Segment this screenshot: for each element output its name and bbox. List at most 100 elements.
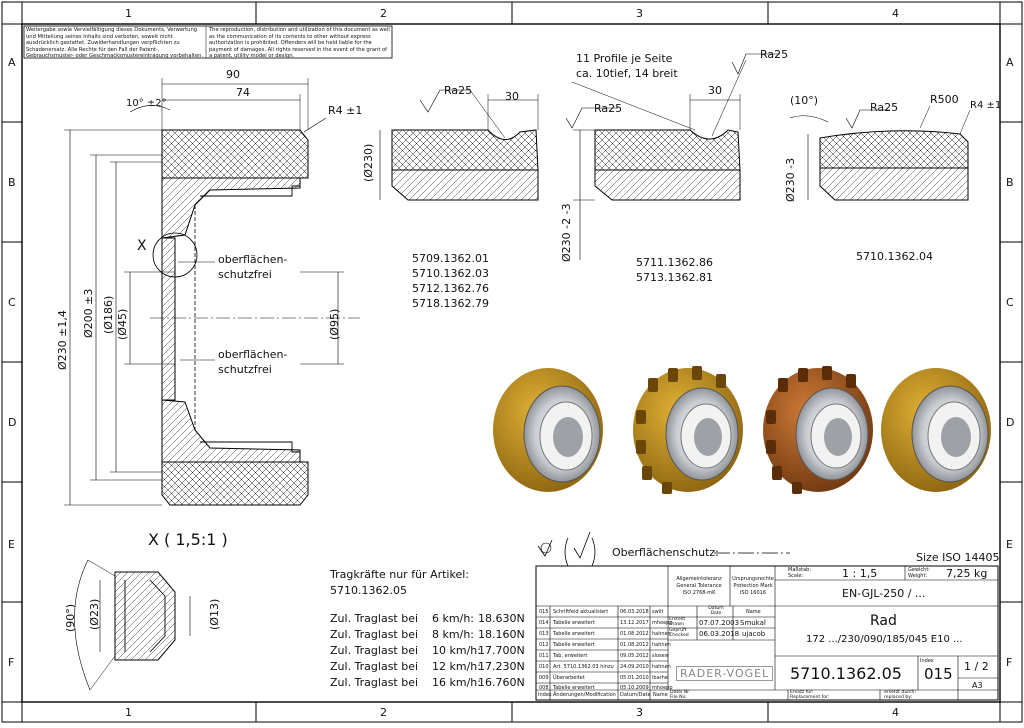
rev-idx: 012	[539, 642, 549, 648]
rev-idx: 015	[539, 609, 549, 615]
load-row-label: Zul. Traglast bei	[330, 676, 419, 689]
weight-value: 7,25 kg	[946, 567, 988, 580]
replacement-label-de: Ersatz für:	[790, 690, 814, 695]
row-label-d-right: D	[1006, 416, 1015, 429]
rev-idx: 009	[539, 675, 549, 681]
replaced-by-label: ersetzt durch: replaced by:	[884, 690, 916, 700]
col-index-header: Index	[538, 692, 552, 698]
row-label-d: D	[8, 416, 17, 429]
detail-x-view	[74, 559, 191, 691]
p3-dia: Ø230 -3	[784, 157, 797, 202]
date-header: Datum Date	[700, 606, 732, 616]
replacement-label-en: Replacement for:	[790, 695, 830, 700]
weight-label-de: Gewicht:	[908, 567, 930, 573]
load-row-speed: 12 km/h:	[432, 660, 481, 673]
scale-value: 1 : 1,5	[842, 567, 878, 580]
checked-date: 06.03.2018	[699, 630, 740, 638]
dim-90: 90	[226, 68, 240, 81]
size-label: Size ISO 14405	[916, 551, 1000, 564]
p2-article-2: 5713.1362.81	[636, 271, 713, 284]
replacement-label: Ersatz für: Replacement for:	[790, 690, 829, 700]
col-name-header: Name	[653, 692, 668, 698]
load-row-label: Zul. Traglast bei	[330, 612, 419, 625]
detail-title: X ( 1,5:1 )	[148, 530, 228, 549]
p1-article-2: 5710.1362.03	[412, 267, 489, 280]
p3-roughness: Ra25	[870, 101, 899, 114]
title-block-grid	[535, 565, 999, 701]
notice-box	[23, 25, 393, 59]
surface-note-2: oberflächen-	[218, 348, 288, 361]
tolerance-line-3: ISO 2768-mK	[682, 590, 716, 596]
p2-dia: Ø230 -2 -3	[560, 203, 573, 262]
profile-2-view	[565, 53, 780, 260]
col-label-2-bottom: 2	[380, 706, 387, 719]
p1-dia: (Ø230)	[362, 143, 375, 182]
replaced-by-label-en: replaced by:	[884, 695, 913, 700]
rev-name: slosew	[652, 653, 669, 659]
detail-dia-13: (Ø13)	[208, 598, 221, 630]
col-changes-header: Änderungen/Modification	[553, 692, 616, 698]
rev-idx: 013	[539, 631, 549, 637]
p2-roughness-top: Ra25	[760, 48, 789, 61]
profile-1-view	[379, 89, 539, 201]
wheel-render-2	[633, 366, 743, 494]
row-label-c: C	[8, 296, 16, 309]
dia-230: Ø230 ±1,4	[56, 310, 69, 370]
rev-text: Tabelle erweitert	[553, 642, 595, 648]
tolerance-line-2: General Tolerance	[676, 583, 722, 589]
checked-label-de: Geprüft	[669, 628, 687, 633]
protection-line-3: ISO 16016	[739, 590, 767, 596]
part-description: 172 .../230/090/185/045 E10 ...	[806, 634, 963, 645]
rev-idx: 014	[539, 620, 549, 626]
protection-line-2: Protection Mark	[733, 583, 773, 589]
rev-text: Tabelle erweitert	[553, 631, 595, 637]
rev-name: swilt	[652, 609, 664, 615]
checked-name: ujacob	[742, 630, 766, 638]
col-date-header: Datum/Date	[620, 692, 651, 698]
surface-protection-line	[537, 531, 790, 567]
weight-label: Gewicht: Weight:	[908, 567, 930, 579]
file-label-en: File No.	[670, 695, 687, 700]
load-row-label: Zul. Traglast bei	[330, 660, 419, 673]
material: EN-GJL-250 / ...	[842, 587, 926, 600]
wheel-render-3	[763, 366, 873, 494]
p3-article: 5710.1362.04	[856, 250, 933, 263]
index-label: Index	[920, 658, 934, 664]
surface-note-2b: schutzfrei	[218, 363, 272, 376]
load-row-value: 18.160N	[478, 628, 525, 641]
file-label: Datei Nr. File No.	[670, 690, 690, 700]
col-label-4-bottom: 4	[892, 706, 899, 719]
rev-text: Tabelle erweitert	[553, 685, 595, 691]
loads-title-1: Tragkräfte nur für Artikel:	[330, 568, 469, 581]
dia-186: (Ø186)	[102, 295, 115, 334]
drawn-label-de: Erstellt	[669, 617, 686, 622]
rev-date: 05.10.2009	[620, 685, 649, 691]
col-label-3-bottom: 3	[636, 706, 643, 719]
rev-date: 01.08.2012	[620, 642, 649, 648]
rev-name: ibarhe	[652, 675, 668, 681]
drawn-label-en: Drawn	[669, 622, 684, 627]
drawn-date: 07.07.2003	[699, 619, 740, 627]
row-label-b-right: B	[1006, 176, 1014, 189]
row-label-f-right: F	[1006, 656, 1013, 669]
p1-article-1: 5709.1362.01	[412, 252, 489, 265]
col-label-2: 2	[380, 7, 387, 20]
rev-text: Schriftfeld aktualisiert	[553, 609, 609, 615]
wheel-render-4	[881, 368, 991, 492]
p2-dim-30: 30	[708, 84, 722, 97]
part-name: Rad	[870, 613, 897, 629]
rev-date: 09.05.2012	[620, 653, 649, 659]
p1-article-4: 5718.1362.79	[412, 297, 489, 310]
rev-text: Überarbeitet	[553, 675, 585, 681]
radius-r4: R4 ±1	[328, 104, 363, 117]
p1-roughness: Ra25	[444, 84, 473, 97]
load-row-speed: 8 km/h:	[432, 628, 474, 641]
p1-dim-30: 30	[505, 90, 519, 103]
rev-idx: 008	[539, 685, 549, 691]
row-label-e-right: E	[1006, 538, 1013, 551]
row-label-b: B	[8, 176, 16, 189]
protection-line-1: Ursprungsrechte	[732, 576, 774, 582]
date-header-en: Date	[710, 611, 722, 616]
scale-label-de: Maßstab:	[788, 567, 812, 573]
